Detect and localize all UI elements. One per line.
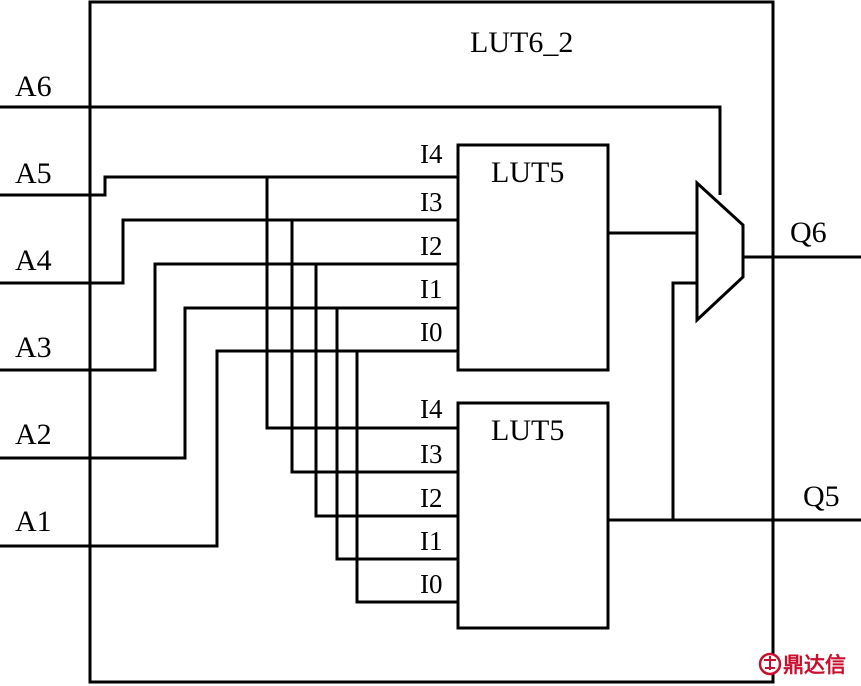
lut5-upper: [456, 143, 610, 372]
wire-q5-to-mux: [671, 281, 697, 520]
drop-a5: [265, 177, 458, 430]
lower-pin-i4: I4: [420, 394, 443, 424]
watermark-seal-mark: [764, 656, 776, 670]
upper-pin-i1: I1: [420, 274, 443, 304]
upper-pin-i4: I4: [420, 139, 443, 169]
upper-pin-i0: I0: [420, 317, 443, 347]
input-label-a4: A4: [15, 244, 52, 277]
drop-a3: [314, 264, 458, 518]
lower-pin-i1: I1: [420, 526, 443, 556]
output-label-q5: Q5: [803, 480, 840, 513]
lut5-upper-label: LUT5: [491, 156, 564, 189]
wire-a4: [0, 218, 458, 285]
lower-pin-i3: I3: [420, 439, 443, 469]
input-label-a1: A1: [15, 505, 52, 538]
input-label-a3: A3: [15, 331, 52, 364]
wire-a2: [0, 306, 458, 460]
wire-a5: [0, 175, 458, 197]
block-label: LUT6_2: [470, 26, 573, 59]
drop-a1: [355, 351, 458, 604]
lut5-lower-label: LUT5: [491, 414, 564, 447]
wire-a3: [0, 262, 458, 372]
input-label-a2: A2: [15, 418, 52, 451]
lower-pin-i2: I2: [420, 483, 443, 513]
drop-a4: [290, 220, 458, 474]
lower-pin-i0: I0: [420, 569, 443, 599]
lut6-2-block: [88, 0, 775, 684]
input-label-a5: A5: [15, 157, 52, 190]
wire-a6: [0, 105, 722, 195]
watermark-text: 鼎达信: [783, 653, 846, 677]
output-label-q6: Q6: [790, 216, 827, 249]
input-label-a6: A6: [15, 70, 52, 103]
drop-a2: [335, 308, 458, 561]
lut5-lower: [456, 401, 610, 630]
upper-pin-i2: I2: [420, 231, 443, 261]
upper-pin-i3: I3: [420, 187, 443, 217]
watermark-logo: 鼎达信: [758, 652, 846, 677]
output-mux: [695, 179, 745, 324]
